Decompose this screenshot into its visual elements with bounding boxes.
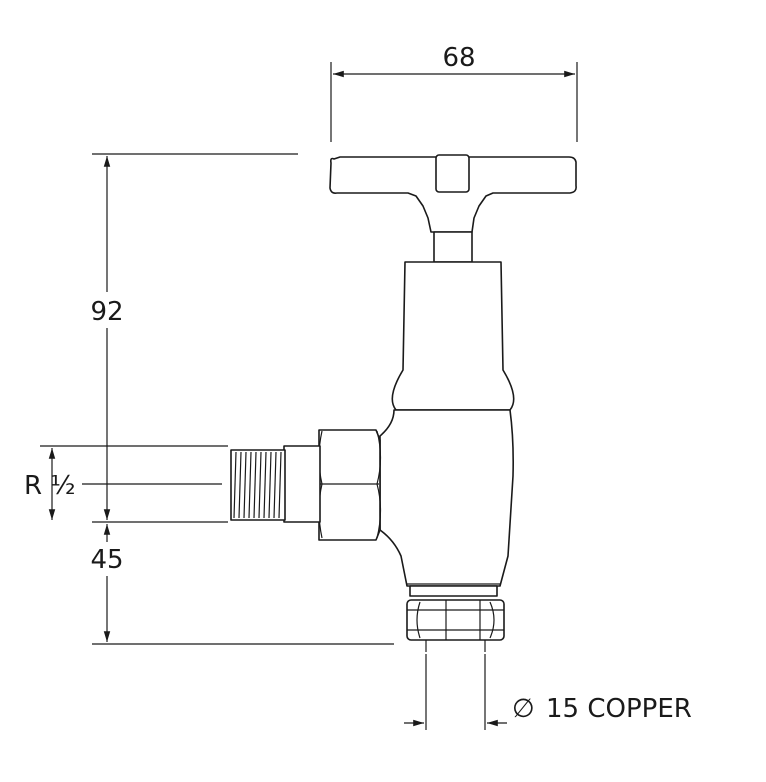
handle-hub: [435, 154, 470, 193]
body-collar: [409, 585, 498, 597]
valve-stem: [433, 231, 473, 263]
valve-lower-body: [379, 409, 514, 587]
width-label: 68: [442, 43, 475, 73]
height-upper-label: 92: [90, 297, 123, 327]
valve-bonnet: [391, 261, 515, 411]
height-lower-label: 45: [90, 545, 123, 575]
valve-handle: [329, 156, 577, 233]
thread-label: R ½: [24, 471, 76, 501]
height-dimension: 92 45: [90, 153, 394, 645]
width-dimension: 68: [330, 43, 578, 142]
compression-nut: [406, 599, 505, 641]
pipe-label: 15 COPPER: [546, 694, 692, 724]
tail-shank: [283, 445, 321, 523]
diameter-symbol: ∅: [512, 694, 535, 724]
side-hex-nut: [318, 429, 381, 541]
valve-body: [230, 154, 577, 652]
pipe-dimension: ∅ 15 COPPER: [404, 654, 692, 730]
thread-lines: [233, 451, 282, 519]
thread-dimension: R ½: [24, 445, 228, 520]
